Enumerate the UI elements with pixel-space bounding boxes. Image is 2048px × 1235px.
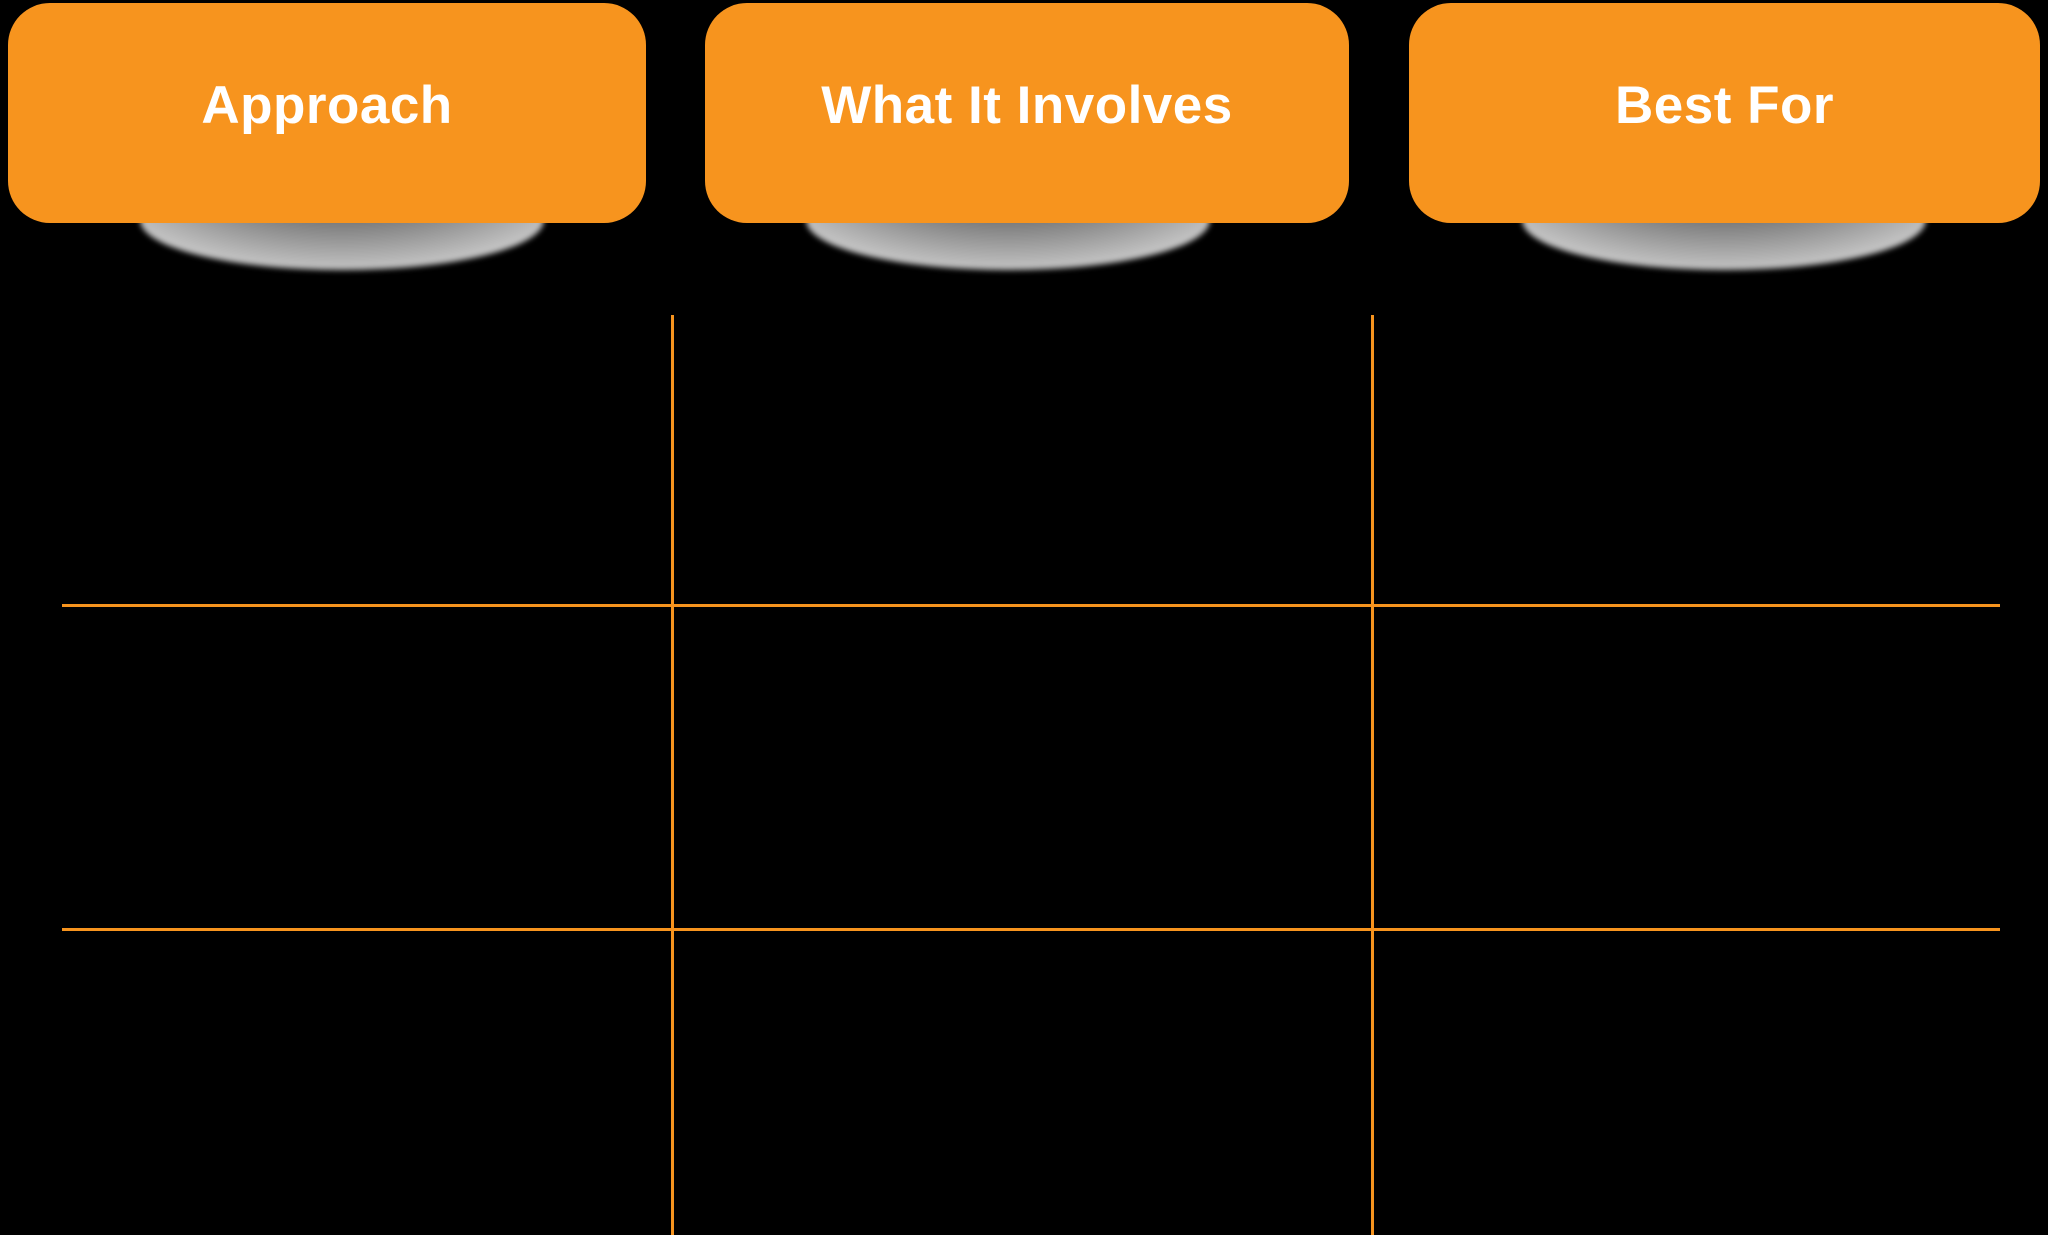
column-header-label: What It Involves xyxy=(821,75,1233,135)
grid-vertical-divider-1 xyxy=(671,315,674,1235)
grid-horizontal-divider-2 xyxy=(62,928,2000,931)
column-header-approach: Approach xyxy=(8,3,646,223)
grid-vertical-divider-2 xyxy=(1371,315,1374,1235)
column-header-label: Best For xyxy=(1615,75,1834,135)
column-header-label: Approach xyxy=(201,75,453,135)
column-header-best-for: Best For xyxy=(1409,3,2040,223)
grid-horizontal-divider-1 xyxy=(62,604,2000,607)
column-header-what-it-involves: What It Involves xyxy=(705,3,1349,223)
